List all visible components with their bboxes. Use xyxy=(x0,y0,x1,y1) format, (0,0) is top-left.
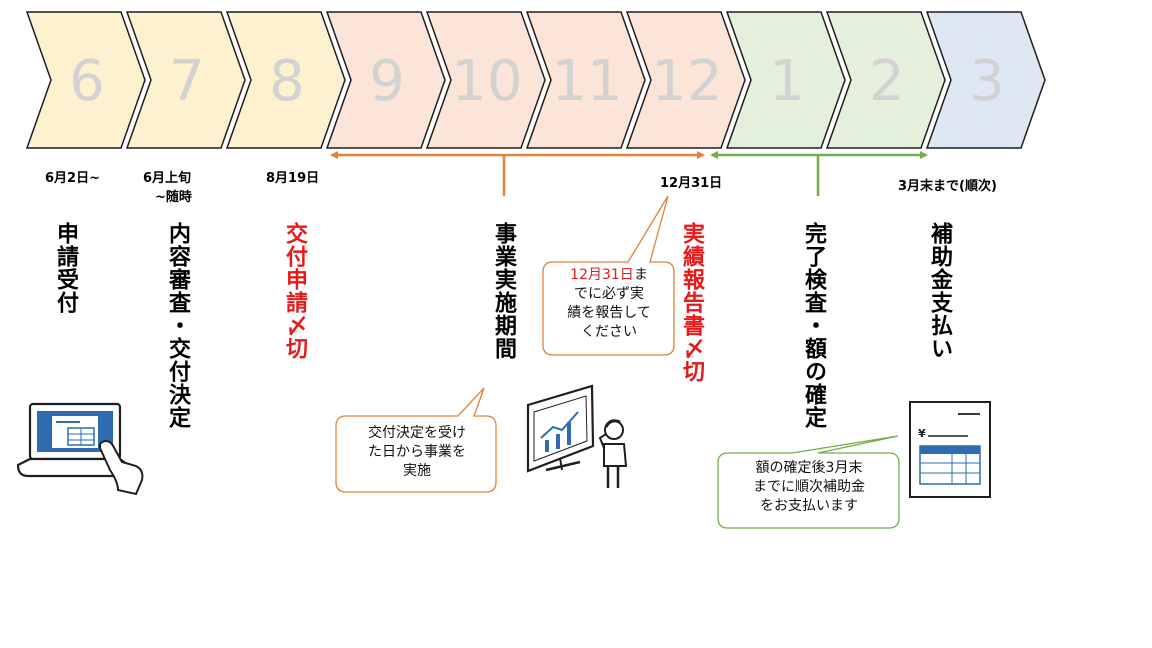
step-payment: 補助金支払い xyxy=(927,222,952,360)
month-chevron-2 xyxy=(825,11,946,149)
month-chevron-9 xyxy=(325,11,446,149)
report-bubble-date: 12月31日 xyxy=(570,267,634,283)
step-report: 実績報告書〆切 xyxy=(679,222,704,383)
month-number-3: 3 xyxy=(969,49,1005,114)
month-number-10: 10 xyxy=(451,49,522,114)
month-chevron-1 xyxy=(725,11,846,149)
month-number-9: 9 xyxy=(369,49,405,114)
pay-bubble-text: 額の確定後3月末 までに順次補助金 をお支払います xyxy=(753,460,865,514)
date-review-2: ~随時 xyxy=(155,190,192,205)
step-inspection: 完了検査・額の確定 xyxy=(801,222,826,429)
month-chevron-8 xyxy=(225,11,346,149)
laptop-touch-icon xyxy=(16,402,144,496)
date-review: 6月上旬 xyxy=(143,171,192,186)
thinking-person-icon xyxy=(598,419,628,488)
month-chevron-6 xyxy=(25,11,146,149)
report-bubble-shape xyxy=(542,195,675,356)
yen-sign: ¥ xyxy=(918,427,926,440)
report-bubble-text: 12月31日ま でに必ず実 績を報告して ください xyxy=(567,267,651,340)
month-chevron-10 xyxy=(425,11,546,149)
month-number-6: 6 xyxy=(69,49,105,114)
date-report: 12月31日 xyxy=(660,176,723,191)
invoice-icon: ¥ xyxy=(909,401,991,498)
step-apply: 申請受付 xyxy=(53,222,78,314)
step-period: 事業実施期間 xyxy=(491,222,516,360)
pay-bubble-shape xyxy=(717,435,900,529)
step-deadline: 交付申請〆切 xyxy=(282,222,307,360)
month-number-2: 2 xyxy=(869,49,905,114)
step-review: 内容審査・交付決定 xyxy=(165,222,190,429)
month-chevron-11 xyxy=(525,11,646,149)
monitor-chart-icon xyxy=(526,384,595,473)
month-chevron-3 xyxy=(925,11,1046,149)
month-number-1: 1 xyxy=(769,49,805,114)
start-bubble-text: 交付決定を受け た日から事業を 実施 xyxy=(368,425,466,479)
month-chevron-7 xyxy=(125,11,246,149)
month-number-7: 7 xyxy=(169,49,205,114)
month-number-12: 12 xyxy=(651,49,722,114)
month-number-8: 8 xyxy=(269,49,305,114)
date-apply: 6月2日~ xyxy=(45,171,100,186)
start-bubble-shape xyxy=(335,387,497,493)
month-number-11: 11 xyxy=(551,49,622,114)
date-deadline: 8月19日 xyxy=(266,171,320,186)
month-chevron-12 xyxy=(625,11,746,149)
date-payment: 3月末まで(順次) xyxy=(898,179,997,194)
